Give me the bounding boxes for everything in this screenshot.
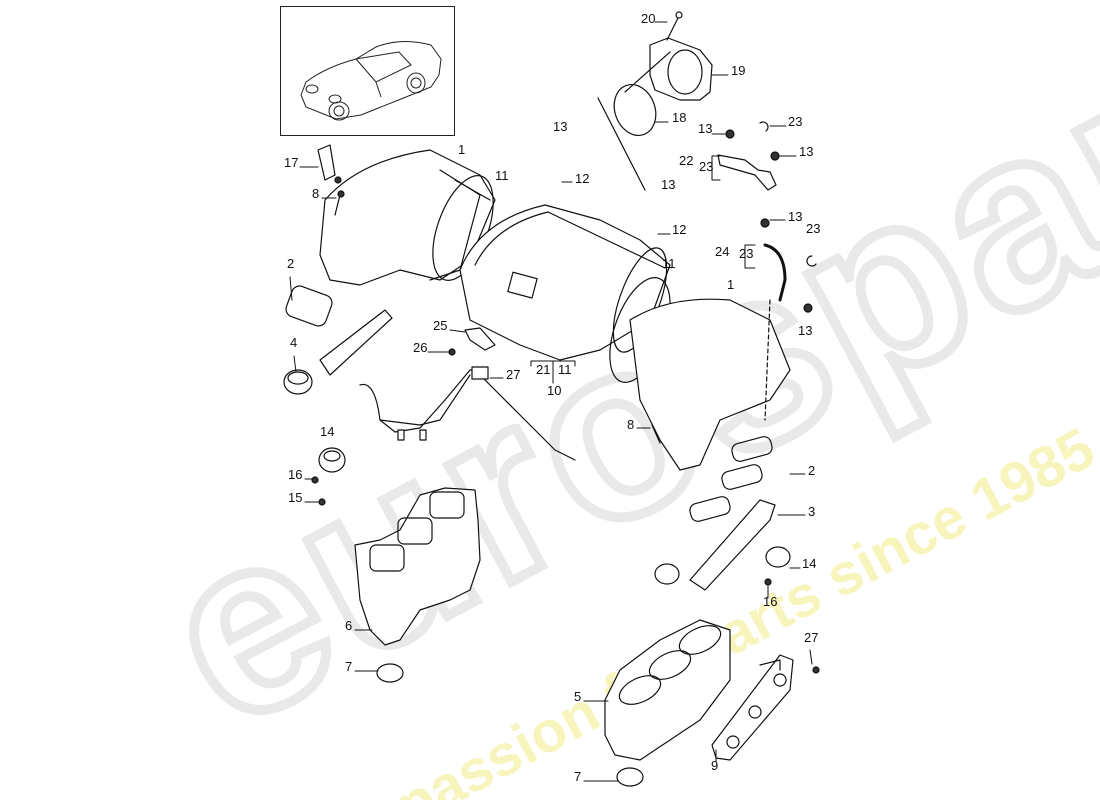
lower-manifold-left	[354, 487, 481, 646]
part-callout-11[interactable]: 11	[558, 362, 572, 377]
part-callout-8[interactable]: 8	[312, 186, 320, 201]
vehicle-thumbnail	[280, 6, 455, 136]
gasket	[285, 285, 333, 327]
part-callout-2[interactable]: 2	[287, 256, 295, 271]
part-callout-13[interactable]: 13	[698, 121, 713, 136]
part-callout-16[interactable]: 16	[288, 467, 303, 482]
part-callout-13[interactable]: 13	[798, 323, 813, 338]
part-callout-14[interactable]: 14	[802, 556, 817, 571]
part-callout-11[interactable]: 11	[662, 256, 676, 271]
part-callout-19[interactable]: 19	[731, 63, 746, 78]
bolt	[334, 190, 345, 216]
part-callout-13[interactable]: 13	[799, 144, 814, 159]
bracket	[464, 327, 496, 351]
o-ring	[376, 663, 404, 683]
part-callout-17[interactable]: 17	[284, 155, 299, 170]
part-callout-27[interactable]: 27	[506, 367, 521, 382]
part-callout-23[interactable]: 23	[806, 221, 821, 236]
part-callout-14[interactable]: 14	[320, 424, 335, 439]
part-callout-10[interactable]: 10	[547, 383, 562, 398]
part-callout-9[interactable]: 9	[711, 758, 719, 773]
part-callout-15[interactable]: 15	[288, 490, 303, 505]
vacuum-actuator	[283, 369, 313, 395]
part-callout-27[interactable]: 27	[804, 630, 819, 645]
o-ring	[616, 767, 644, 787]
part-callout-12[interactable]: 12	[672, 222, 687, 237]
part-callout-5[interactable]: 5	[574, 689, 582, 704]
watermark: eurospares a passion for parts since 198…	[117, 0, 1100, 800]
nut	[764, 578, 772, 586]
part-callout-13[interactable]: 13	[788, 209, 803, 224]
left-air-duct	[319, 149, 496, 286]
vacuum-actuator	[654, 546, 791, 585]
part-callout-22[interactable]: 22	[679, 153, 694, 168]
screw	[318, 498, 326, 506]
part-callout-13[interactable]: 13	[661, 177, 676, 192]
part-callout-16[interactable]: 16	[763, 594, 778, 609]
part-callout-23[interactable]: 23	[699, 159, 714, 174]
part-callout-21[interactable]: 21	[536, 362, 551, 377]
part-callout-24[interactable]: 24	[715, 244, 730, 259]
part-callout-12[interactable]: 12	[575, 171, 590, 186]
leader-lines	[289, 21, 813, 782]
part-callout-26[interactable]: 26	[413, 340, 428, 355]
bolt	[666, 11, 683, 41]
part-callout-7[interactable]: 7	[574, 769, 582, 784]
right-air-duct	[629, 298, 791, 471]
sensor	[317, 144, 342, 184]
vent-hose	[760, 218, 817, 313]
part-callout-1[interactable]: 1	[727, 277, 735, 292]
lower-manifold-right	[604, 619, 731, 761]
gasket-set	[689, 436, 773, 522]
part-callout-7[interactable]: 7	[345, 659, 353, 674]
nut	[311, 476, 319, 484]
plenum	[459, 204, 671, 361]
part-callout-3[interactable]: 3	[808, 504, 816, 519]
flap-rail	[689, 499, 776, 591]
wiring-harness	[359, 366, 576, 461]
throttle-gasket	[613, 84, 657, 136]
bolt	[651, 424, 661, 444]
part-callout-4[interactable]: 4	[290, 335, 298, 350]
throttle-body	[649, 37, 713, 101]
part-callout-18[interactable]: 18	[672, 110, 687, 125]
part-callout-6[interactable]: 6	[345, 618, 353, 633]
part-callout-20[interactable]: 20	[641, 11, 656, 26]
part-callout-1[interactable]: 1	[458, 142, 466, 157]
car-illustration	[300, 41, 442, 121]
flap-rail	[319, 309, 393, 376]
part-callout-23[interactable]: 23	[739, 246, 754, 261]
part-callout-13[interactable]: 13	[553, 119, 568, 134]
bracket	[717, 121, 780, 191]
part-callout-23[interactable]: 23	[788, 114, 803, 129]
part-callout-8[interactable]: 8	[627, 417, 635, 432]
part-callout-2[interactable]: 2	[808, 463, 816, 478]
part-callout-25[interactable]: 25	[433, 318, 448, 333]
part-callout-11[interactable]: 11	[495, 168, 509, 183]
vacuum-actuator	[318, 447, 346, 473]
